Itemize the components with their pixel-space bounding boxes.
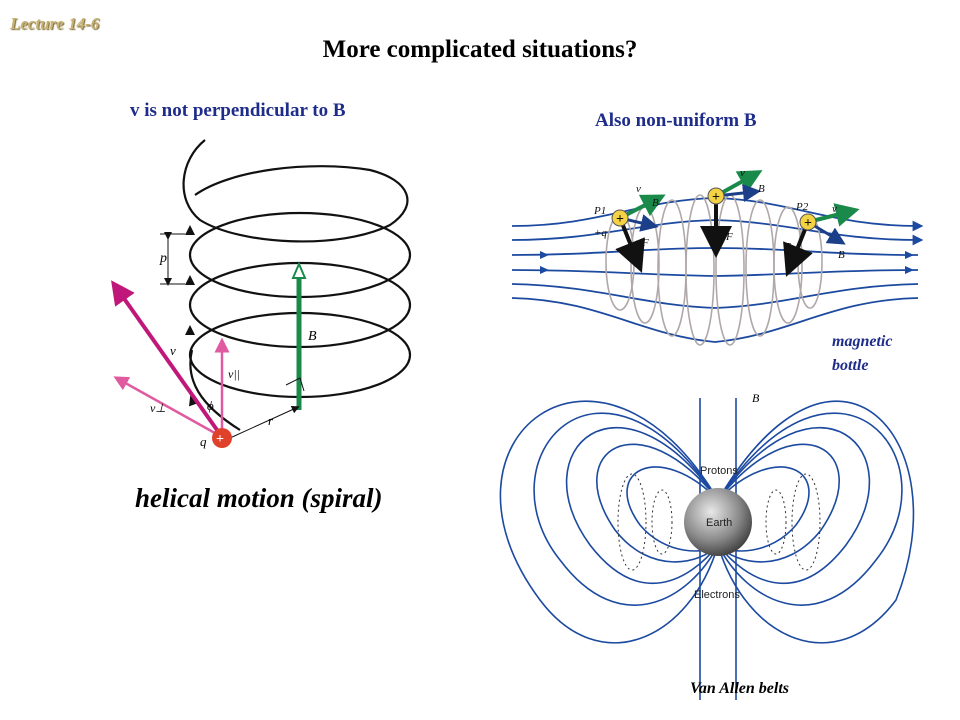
charge-icon: [212, 428, 232, 448]
b-label-2: B: [758, 183, 765, 195]
q-label: +q: [594, 227, 607, 239]
v-perp-label: v⊥: [150, 401, 166, 415]
van-allen-caption: Van Allen belts: [690, 680, 789, 697]
earth-icon: [684, 488, 752, 556]
protons-label: Protons: [700, 465, 738, 477]
earth-label: Earth: [706, 517, 732, 529]
charge-p2: [783, 203, 860, 277]
charge-top: [700, 170, 763, 258]
b-label-3: B: [838, 249, 845, 261]
v-label-3: v: [832, 203, 837, 215]
helical-caption: helical motion (spiral): [135, 483, 383, 513]
p1-label: P1: [593, 205, 606, 217]
pitch-label: p: [159, 251, 167, 266]
left-subtitle: v is not perpendicular to B: [130, 100, 346, 121]
bottle-caption: magnetic bottle: [832, 333, 893, 374]
radius-label: r: [268, 413, 274, 428]
v-label-2: v: [740, 167, 745, 179]
f-label-2: F: [725, 231, 733, 243]
b-label-1: B: [652, 197, 659, 209]
svg-text:+: +: [712, 190, 720, 205]
v-parallel-label: v||: [228, 367, 240, 381]
p2-label: P2: [795, 201, 809, 213]
electrons-label: Electrons: [694, 589, 740, 601]
right-subtitle: Also non-uniform B: [595, 110, 757, 131]
angle-label: ϕ: [207, 398, 214, 413]
field-label: B: [308, 329, 317, 344]
f-label-1: F: [641, 237, 649, 249]
charge-p1: [611, 194, 666, 273]
slide-title: More complicated situations?: [322, 36, 638, 63]
charge-plus: +: [216, 432, 224, 447]
f-label-3: F: [783, 241, 791, 253]
lecture-number: Lecture 14-6: [10, 14, 100, 33]
svg-text:+: +: [804, 216, 812, 231]
v-label-1: v: [636, 183, 641, 195]
velocity-label: v: [170, 343, 176, 358]
svg-text:+: +: [616, 212, 624, 227]
charge-label: q: [200, 434, 207, 449]
earth-field-label: B: [752, 391, 760, 405]
